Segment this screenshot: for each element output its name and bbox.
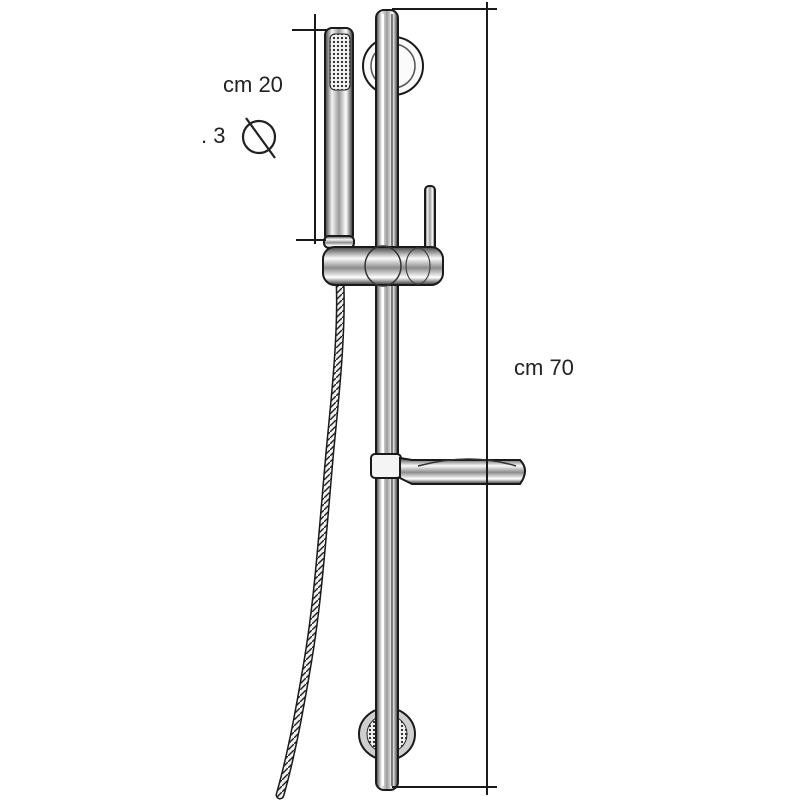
- shower-rail: [375, 9, 399, 791]
- handshower-diameter-label: . 3: [201, 123, 226, 148]
- slider-holder: [322, 185, 444, 287]
- rail-length-label: cm 70: [514, 355, 574, 380]
- hand-shower: [323, 27, 355, 249]
- dimension-lines: [292, 2, 497, 795]
- diameter-symbol-icon: [241, 117, 277, 159]
- handshower-height-label: cm 20: [223, 72, 283, 97]
- shower-hose: [275, 277, 345, 800]
- soap-dish: [370, 453, 526, 485]
